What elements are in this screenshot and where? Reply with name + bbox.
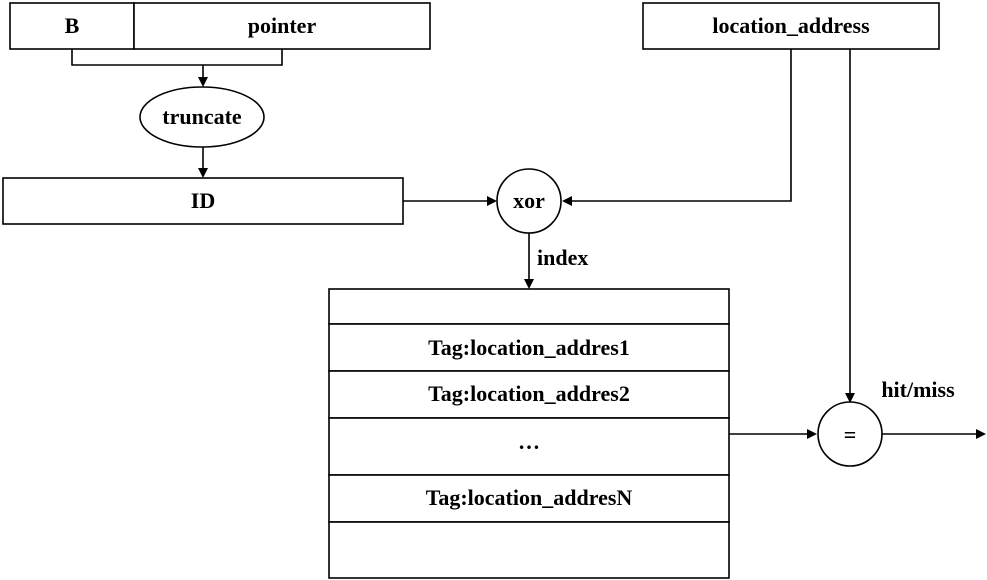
tag-table-row <box>328 474 730 523</box>
b-field-box <box>9 2 135 50</box>
location-to-xor-line <box>571 49 792 202</box>
tag-table: Tag:location_addres1 Tag:location_addres… <box>328 288 730 579</box>
tag-table-row-text: Tag:location_addres1 <box>428 335 630 360</box>
tag-table-row-text: Tag:location_addresN <box>426 485 633 510</box>
index-label: index <box>537 245 588 270</box>
id-node: ID <box>2 177 404 225</box>
truncate-node: truncate <box>139 86 265 148</box>
id-box <box>2 177 404 225</box>
tag-table-row <box>328 417 730 476</box>
pointer-register: B pointer <box>9 2 431 50</box>
truncate-label: truncate <box>162 104 242 129</box>
b-field-label: B <box>65 13 80 38</box>
table-input-arrowhead <box>524 279 534 289</box>
id-label: ID <box>191 188 215 213</box>
pointer-field-box <box>133 2 431 50</box>
hit-miss-label: hit/miss <box>881 377 955 402</box>
pointer-field-label: pointer <box>248 13 317 38</box>
truncate-ellipse <box>139 86 265 148</box>
xor-right-arrowhead <box>562 196 572 206</box>
location-address-box <box>642 2 940 50</box>
xor-node: xor <box>496 168 562 234</box>
tag-table-row-text: Tag:location_addres2 <box>428 381 630 406</box>
location-address-label: location_address <box>712 13 870 38</box>
location-address-node: location_address <box>642 2 940 50</box>
xor-left-arrowhead <box>487 196 497 206</box>
tag-table-row-text: … <box>518 429 540 454</box>
compare-node: = <box>817 401 883 467</box>
tag-table-row <box>328 521 730 579</box>
tag-table-row <box>328 288 730 325</box>
truncate-input-arrowhead <box>198 77 208 87</box>
compare-top-arrowhead <box>845 393 855 403</box>
compare-left-arrowhead <box>807 429 817 439</box>
hit-miss-output-arrowhead <box>976 429 986 439</box>
id-input-arrowhead <box>198 168 208 178</box>
compare-label: = <box>844 422 857 447</box>
xor-label: xor <box>513 188 545 213</box>
register-merge-bracket <box>71 49 283 66</box>
